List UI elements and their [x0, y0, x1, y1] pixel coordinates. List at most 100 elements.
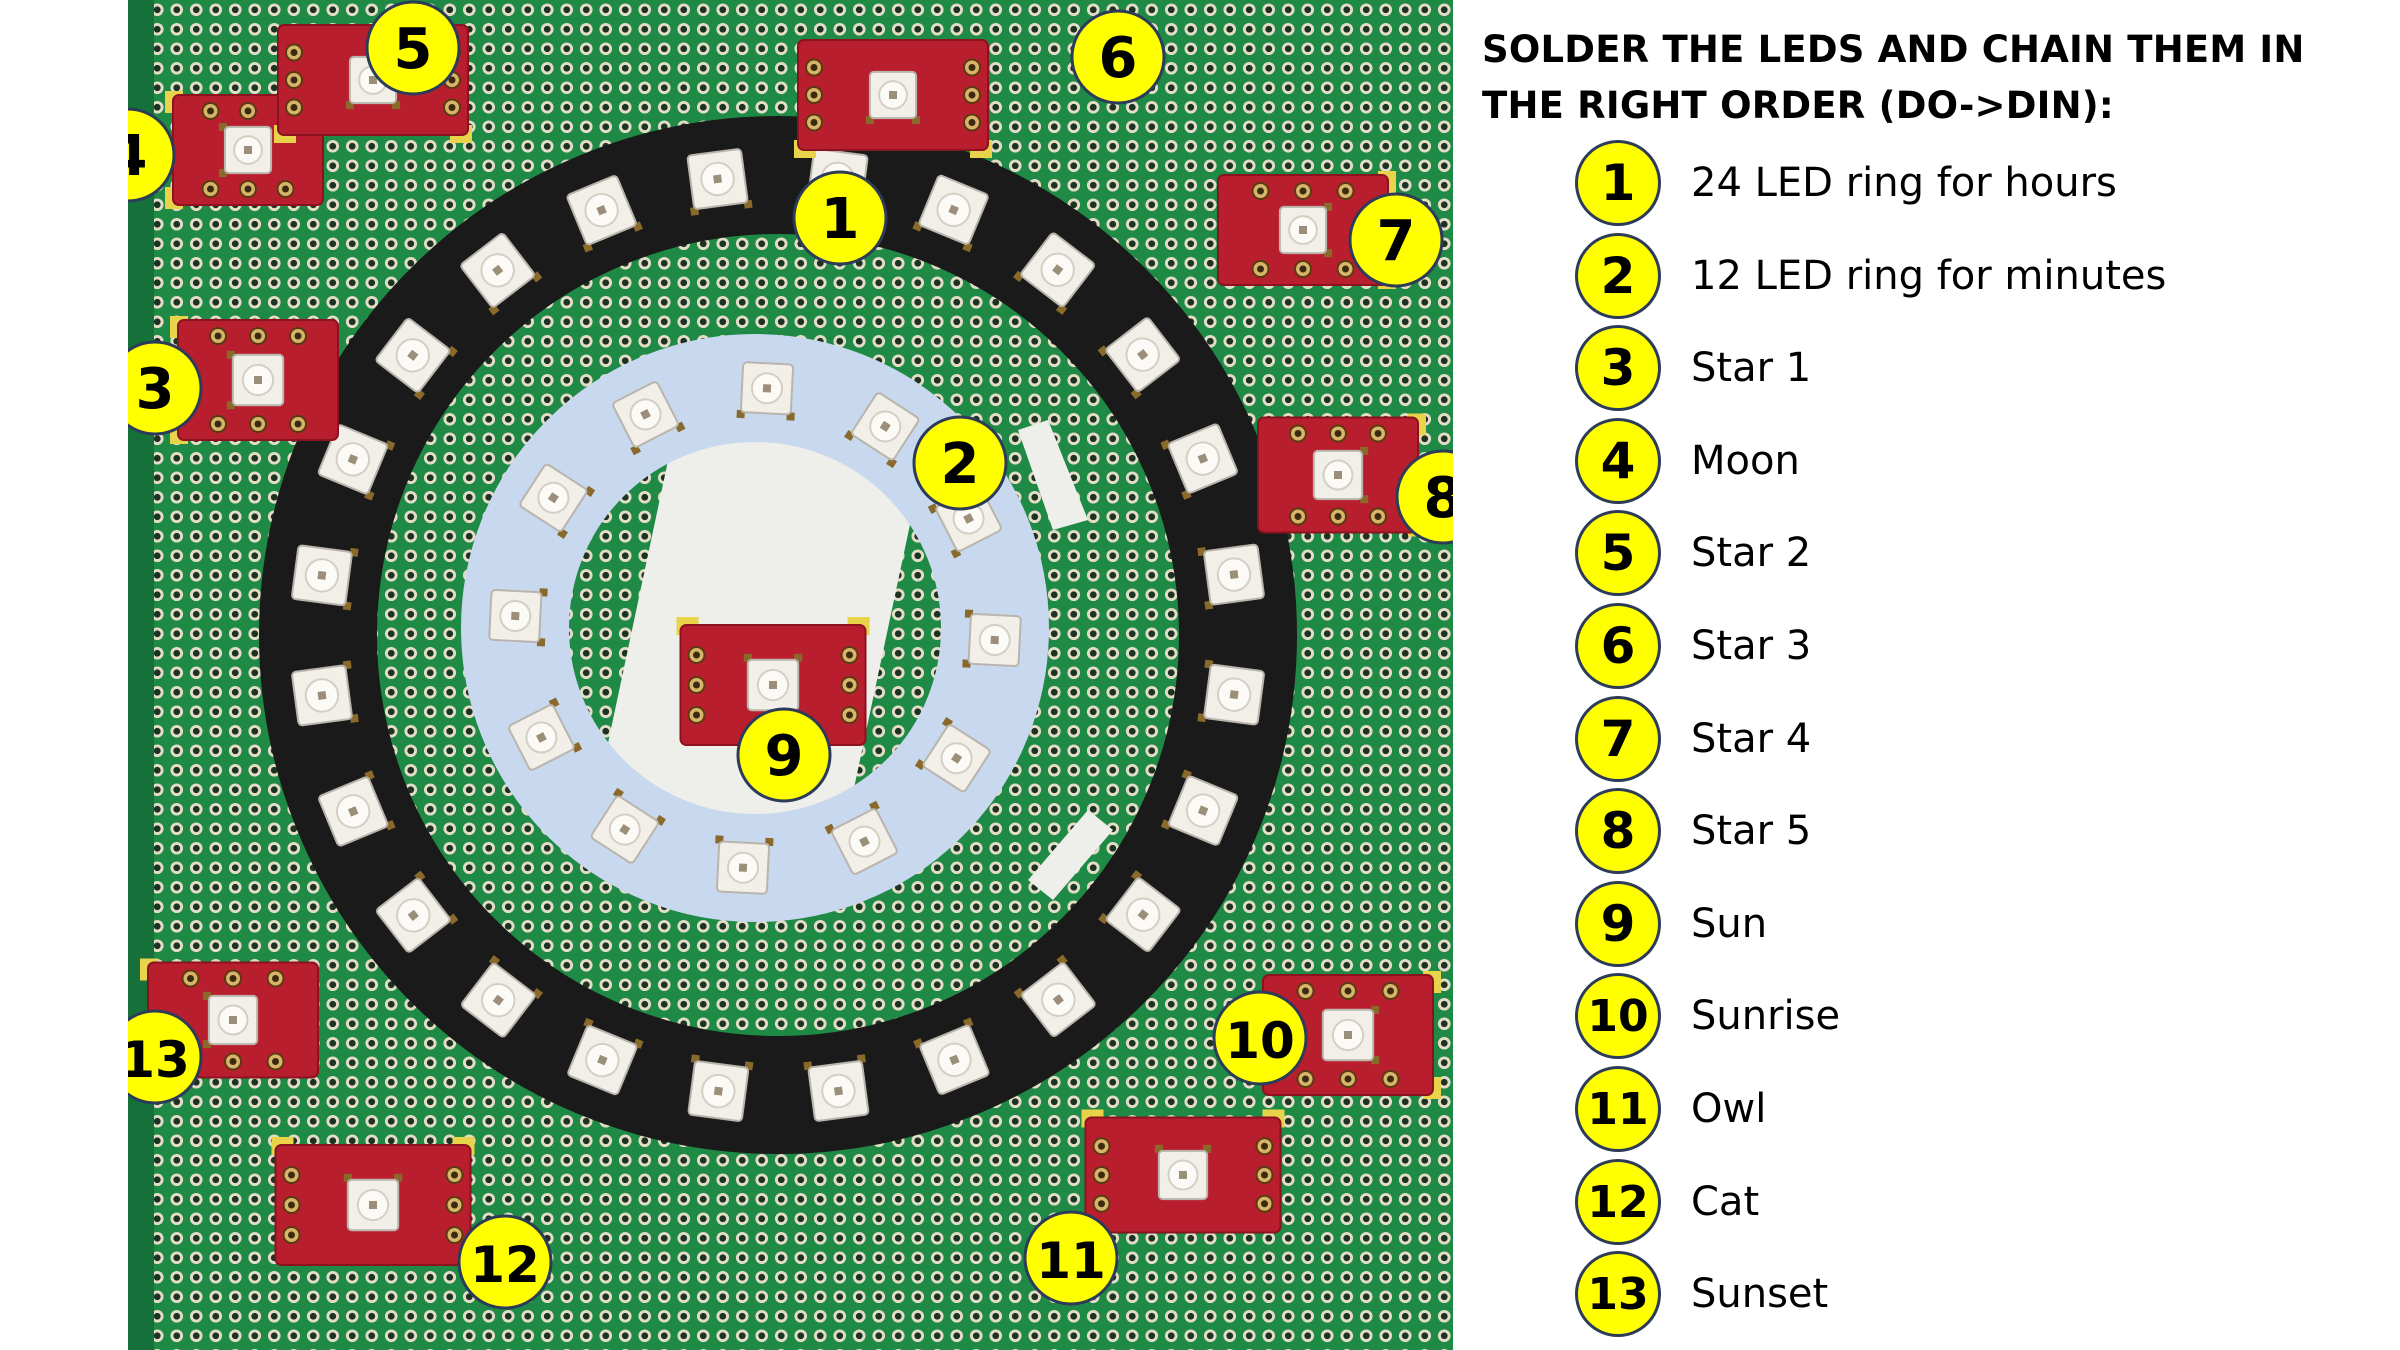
- legend-label: 12 LED ring for minutes: [1691, 253, 2167, 299]
- legend-label: Star 4: [1691, 716, 1812, 762]
- hour-ring-led: [1160, 769, 1239, 846]
- legend-number-badge: 4: [1575, 418, 1661, 504]
- marker-number: 8: [1424, 466, 1453, 531]
- legend-number-badge: 7: [1575, 696, 1661, 782]
- marker-10: 10: [1212, 990, 1308, 1086]
- breakout-8: [1257, 413, 1426, 537]
- breakout-11: [1081, 1109, 1285, 1234]
- marker-circle: [128, 1009, 203, 1105]
- legend-item: 13 Sunset: [1575, 1251, 2375, 1344]
- legend-label: Sunset: [1691, 1271, 1829, 1317]
- hour-ring-led: [1097, 317, 1180, 400]
- marker-number: 12: [470, 1236, 540, 1294]
- breakout-10: [1262, 971, 1441, 1099]
- marker-number: 3: [136, 357, 175, 422]
- legend-item: 2 12 LED ring for minutes: [1575, 233, 2375, 326]
- marker-number: 9: [765, 724, 804, 789]
- legend-item: 9 Sun: [1575, 881, 2375, 974]
- breakout-led: [218, 122, 273, 178]
- hour-ring-led: [318, 770, 396, 847]
- marker-6: 6: [1070, 9, 1166, 105]
- legend-number-badge: 13: [1575, 1251, 1661, 1337]
- board-edge-strip: [128, 0, 154, 1350]
- breakout-led: [743, 653, 803, 712]
- minute-ring-led: [715, 835, 774, 895]
- hour-ring-led: [460, 233, 543, 316]
- hour-led-ring: [259, 116, 1297, 1154]
- legend-number-badge: 5: [1575, 510, 1661, 596]
- legend-item: 4 Moon: [1575, 418, 2375, 511]
- marker-1: 1: [792, 170, 888, 266]
- hour-ring-led: [1160, 423, 1238, 500]
- breakout-7: [1217, 171, 1396, 289]
- minute-ring-led: [962, 609, 1022, 668]
- legend-item: 7 Star 4: [1575, 696, 2375, 789]
- hour-ring-led: [317, 424, 396, 501]
- minute-ring-led: [508, 697, 583, 771]
- hour-ring-led: [1013, 954, 1096, 1037]
- marker-circle: [1070, 9, 1166, 105]
- legend-number-badge: 2: [1575, 233, 1661, 319]
- minute-ring-led: [914, 717, 991, 793]
- marker-number: 7: [1377, 209, 1416, 274]
- legend-number-badge: 9: [1575, 881, 1661, 967]
- marker-number: 2: [941, 432, 980, 497]
- marker-13: 13: [128, 1009, 203, 1105]
- legend-label: Cat: [1691, 1179, 1760, 1225]
- board-illustration: 12345678910111213: [128, 0, 1453, 1350]
- hour-ring-led: [566, 175, 643, 253]
- instructions-heading: SOLDER THE LEDS AND CHAIN THEM IN THE RI…: [1482, 22, 2382, 134]
- legend-label: Star 1: [1691, 345, 1812, 391]
- breakout-led: [1278, 202, 1333, 258]
- marker-3: 3: [128, 340, 203, 436]
- heading-line-1: SOLDER THE LEDS AND CHAIN THEM IN: [1482, 28, 2305, 71]
- legend-number-badge: 8: [1575, 788, 1661, 874]
- legend-label: Sunrise: [1691, 993, 1841, 1039]
- marker-8: 8: [1395, 449, 1453, 545]
- marker-number: 5: [394, 17, 433, 82]
- hour-ring-led: [687, 1054, 754, 1122]
- legend-number-badge: 1: [1575, 140, 1661, 226]
- breakout-led: [226, 350, 285, 410]
- marker-circle: [1395, 449, 1453, 545]
- legend-label: Sun: [1691, 901, 1768, 947]
- breakout-led: [1312, 446, 1369, 504]
- minute-ring-led: [736, 361, 795, 421]
- hour-ring-led: [1197, 659, 1265, 726]
- marker-11: 11: [1023, 1210, 1119, 1306]
- marker-number: 10: [1225, 1012, 1295, 1070]
- legend-label: Moon: [1691, 438, 1800, 484]
- marker-circle: [1348, 192, 1444, 288]
- marker-circle: [457, 1214, 553, 1310]
- marker-circle: [365, 0, 461, 96]
- breakout-led: [1154, 1144, 1212, 1201]
- marker-number: 11: [1036, 1232, 1106, 1290]
- minute-ring-led: [590, 787, 666, 864]
- legend-item: 3 Star 1: [1575, 325, 2375, 418]
- hour-ring-led: [375, 318, 458, 400]
- marker-number: 6: [1099, 26, 1138, 91]
- hour-ring-led: [686, 148, 753, 216]
- marker-circle: [792, 170, 888, 266]
- hour-ring-led: [461, 955, 543, 1038]
- marker-number: 13: [128, 1031, 190, 1089]
- instructions-panel: SOLDER THE LEDS AND CHAIN THEM IN THE RI…: [1482, 22, 2382, 134]
- marker-circle: [128, 107, 176, 203]
- minute-ring-led: [519, 463, 596, 539]
- minute-ring-led: [844, 392, 920, 469]
- hour-ring-led: [291, 544, 359, 611]
- hour-ring-led: [376, 870, 459, 953]
- marker-4: 4: [128, 107, 176, 203]
- legend-number-badge: 3: [1575, 325, 1661, 411]
- hour-ring-led: [803, 1054, 870, 1122]
- breakout-9: [676, 617, 870, 746]
- hour-ring-led: [291, 660, 359, 727]
- breakout-led: [1321, 1005, 1380, 1065]
- marker-12: 12: [457, 1214, 553, 1310]
- breakout-led: [202, 991, 259, 1049]
- marker-circle: [736, 707, 832, 803]
